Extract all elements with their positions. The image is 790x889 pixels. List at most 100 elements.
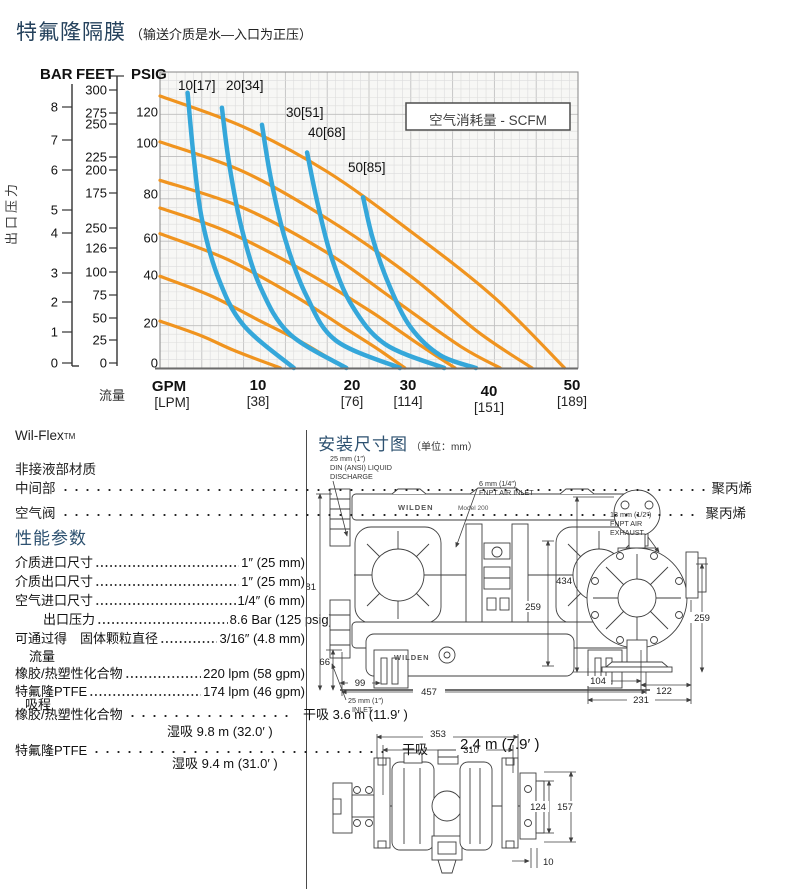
drawing-title: 安装尺寸图 (318, 435, 408, 454)
dim-231: 231 (633, 695, 649, 706)
air-curve-label: 10[17] (178, 78, 216, 93)
bar-tick: 8 (51, 100, 58, 115)
feet-tick: 300 (85, 83, 107, 98)
spec-row: 流量 (15, 646, 319, 665)
performance-chart: 8765432103002752502252001752501261007550… (4, 66, 587, 415)
spec-row: 介质出口尺寸 1″ (25 mm) (15, 571, 305, 590)
spec-value: 1″ (25 mm) (241, 555, 305, 570)
air-curve-label: 50[85] (348, 160, 386, 175)
suction-dry-2-prefix: 干吸 (402, 742, 429, 757)
air-curve-label: 30[51] (286, 105, 324, 120)
suction-wet-2: 湿吸 9.4 m (31.0′ ) (172, 756, 278, 771)
dot-leader (91, 740, 391, 759)
spec-value: 1″ (25 mm) (241, 574, 305, 589)
air-curve-label: 20[34] (226, 78, 264, 93)
gpm-tick: 40 (481, 383, 498, 400)
side-view-dim-labels: 434 259 104 122 231 (556, 576, 710, 706)
spec-label: 吸程 (25, 697, 52, 712)
front-view-dimensions (316, 493, 647, 697)
lpm-tick: [76] (341, 394, 364, 409)
feet-tick: 275 (85, 106, 107, 121)
spec-value: 8.6 Bar (125 psig) (229, 612, 333, 627)
discharge-label-2: DIN (ANSI) LIQUID (330, 463, 392, 472)
feet-tick: 75 (93, 288, 107, 303)
dim-259-front: 259 (525, 602, 541, 613)
brand-line: Wil-FlexTM (15, 428, 75, 443)
spec-label: 空气进口尺寸 (15, 593, 94, 608)
lpm-tick: [151] (474, 400, 504, 415)
performance-heading: 性能参数 (15, 529, 87, 548)
x-axis-ticks: 10[38]20[76]30[114]40[151]50[189] (247, 377, 587, 415)
psig-tick: 100 (136, 136, 158, 151)
material-value: 聚丙烯 (705, 506, 747, 521)
feet-tick: 126 (85, 241, 107, 256)
spec-label: 出口压力 (43, 612, 96, 627)
suction-dry-2-value: 2.4 m (7.9′ ) (460, 736, 540, 753)
psig-tick: 60 (144, 231, 158, 246)
spec-label: 可通过得 固体颗粒直径 (15, 631, 159, 646)
side-view-dimensions (573, 496, 715, 705)
front-view-dim-labels: 381 66 99 457 259 (307, 582, 541, 698)
installation-drawing: 381 66 99 457 259 (307, 454, 715, 874)
spec-label: 流量 (29, 649, 56, 664)
gpm-tick: 10 (250, 377, 267, 394)
exhaust-label-2: FNPT AIR (610, 519, 642, 528)
spec-label: 介质出口尺寸 (15, 574, 94, 589)
legend-box (405, 102, 571, 131)
gpm-tick: 50 (564, 377, 581, 394)
page-title-note: （输送介质是水—入口为正压） (130, 27, 313, 42)
suction-row: 橡胶/热塑性化合物 (15, 704, 298, 723)
spec-row: 可通过得 固体颗粒直径 3/16″ (4.8 mm) (15, 628, 305, 647)
dim-104: 104 (590, 676, 606, 687)
air-curve-labels: 10[17] 20[34] 30[51] 40[68] 50[85] (178, 78, 386, 175)
dot-leader (89, 681, 202, 700)
bar-tick: 3 (51, 266, 58, 281)
air-consumption-curve (185, 90, 297, 371)
inlet-label-2: INLET (352, 705, 373, 714)
psig-tick: 0 (151, 356, 158, 371)
trademark: TM (63, 432, 76, 441)
psig-tick: 20 (144, 316, 158, 331)
chart-curves (158, 90, 567, 371)
x-axis-unit-secondary: [LPM] (154, 395, 189, 410)
lpm-tick: [38] (247, 394, 270, 409)
bar-tick: 0 (51, 356, 58, 371)
bar-tick: 6 (51, 163, 58, 178)
lpm-tick: [114] (393, 394, 422, 409)
bar-tick: 5 (51, 203, 58, 218)
spec-label: 介质进口尺寸 (15, 555, 94, 570)
feet-tick: 225 (85, 150, 107, 165)
material-row: 中间部聚丙烯 (15, 477, 752, 497)
spec-value: 3/16″ (4.8 mm) (219, 631, 305, 646)
material-row: 空气阀 聚丙烯 (15, 502, 746, 522)
chart-legend: 空气消耗量 - SCFM (405, 102, 571, 131)
gpm-tick: 30 (400, 377, 417, 394)
feet-tick: 100 (85, 265, 107, 280)
performance-curve (158, 94, 567, 370)
feet-tick: 250 (85, 117, 107, 132)
spec-value: 174 lpm (46 gpm) (203, 684, 305, 699)
performance-curve (158, 140, 534, 370)
material-label: 空气阀 (15, 506, 56, 521)
brand-name: Wil-Flex (15, 428, 64, 443)
feet-tick: 250 (85, 221, 107, 236)
air-curve-label: 40[68] (308, 125, 346, 140)
dim-157: 157 (557, 802, 573, 813)
spec-value: 220 lpm (58 gpm) (203, 666, 305, 681)
bar-tick: 4 (51, 226, 58, 241)
dim-259-side: 259 (694, 613, 710, 624)
feet-axis-header: FEET (76, 66, 114, 83)
material-value: 聚丙烯 (711, 481, 753, 496)
dim-66: 66 (319, 657, 330, 668)
bottom-view (332, 749, 546, 874)
discharge-label-3: DISCHARGE (330, 472, 373, 481)
air-consumption-curve (219, 105, 349, 371)
legend-label: 空气消耗量 - SCFM (429, 113, 547, 128)
dim-457: 457 (421, 687, 437, 698)
materials-heading: 非接液部材质 (15, 462, 96, 477)
bottom-view-dim-labels: 353 310 124 157 10 (430, 729, 573, 868)
suction-label: 橡胶/热塑性化合物 (15, 707, 123, 722)
